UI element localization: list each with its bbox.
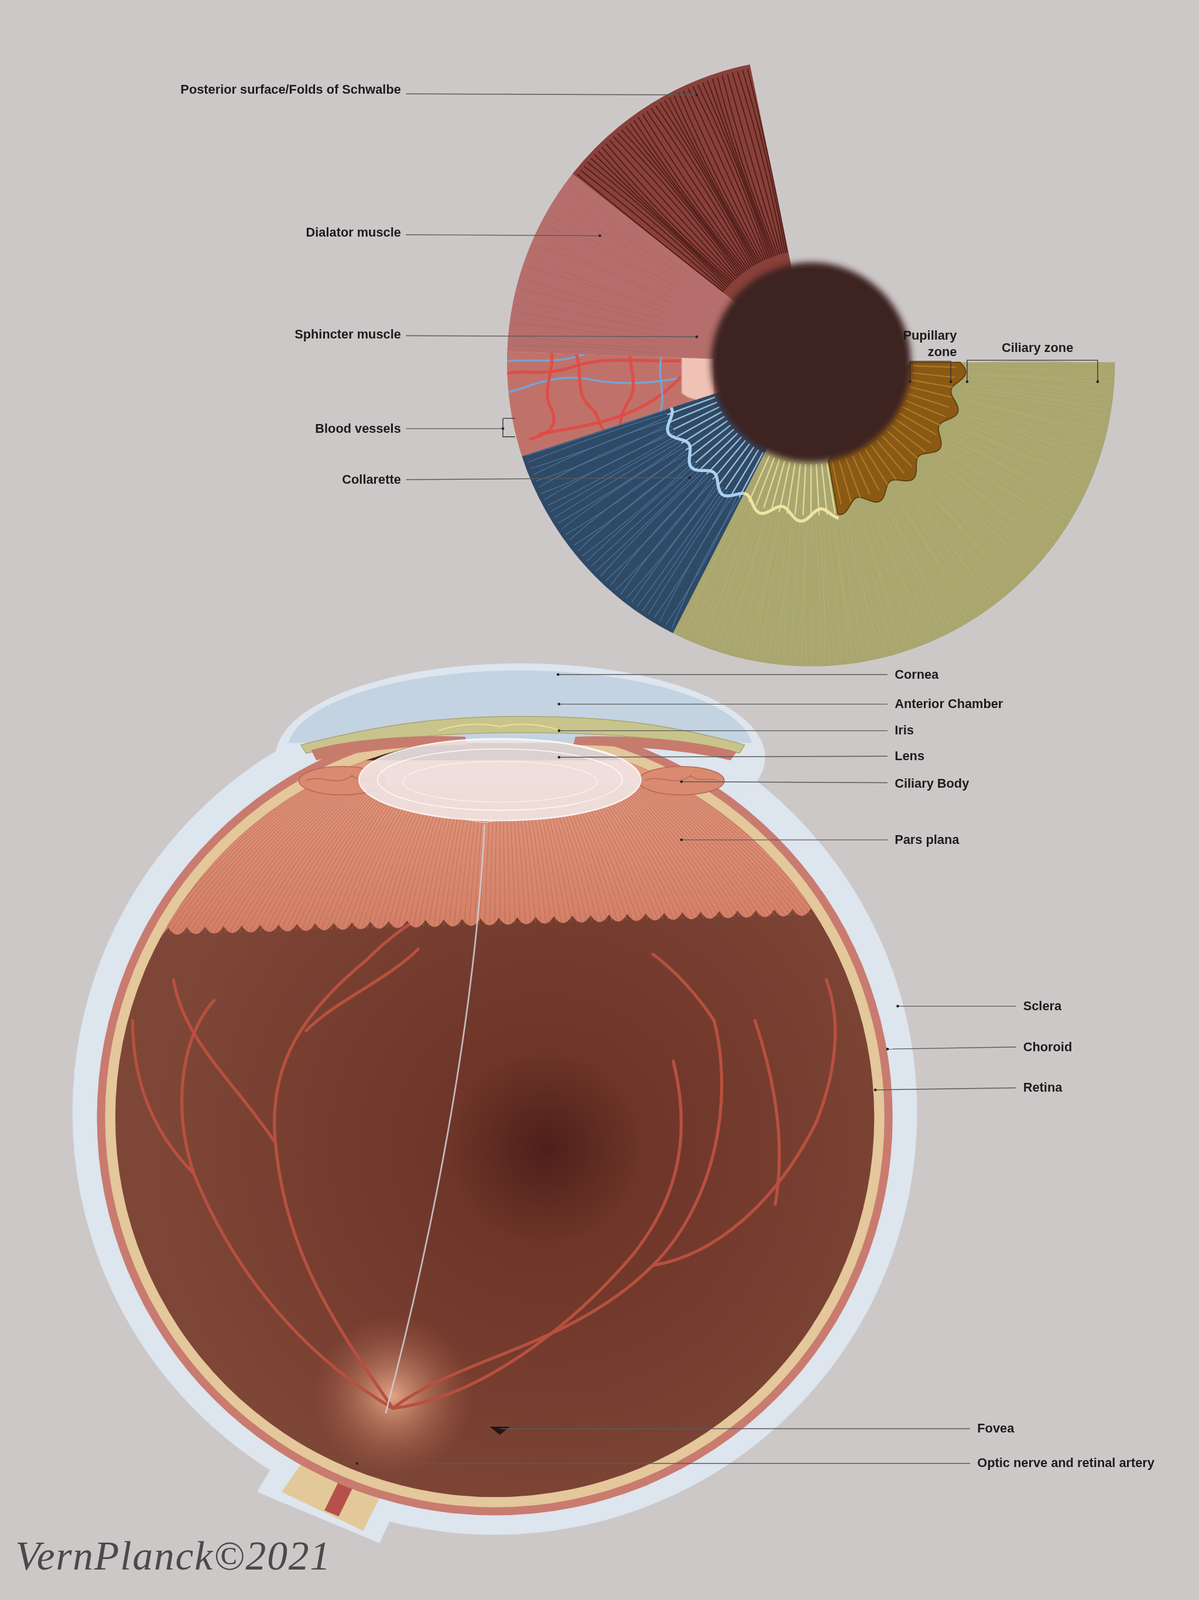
leader-line <box>559 730 888 731</box>
leader-line <box>406 335 698 337</box>
leader-line <box>406 477 690 479</box>
leader-line <box>887 1046 1017 1049</box>
leader-line <box>406 234 601 236</box>
leader-line <box>681 838 888 840</box>
part-label: Choroid <box>1023 1038 1073 1055</box>
part-label: Anterior Chamber <box>894 695 1003 712</box>
part-label: Dialator muscle <box>306 224 402 241</box>
part-label: Sphincter muscle <box>294 326 402 343</box>
leader-line <box>499 1427 971 1429</box>
part-label: Cornea <box>894 666 939 683</box>
part-label: Blood vessels <box>314 420 402 437</box>
leader-line <box>406 93 698 95</box>
part-label: Pars plana <box>894 831 959 848</box>
part-label: Lens <box>894 747 925 765</box>
leader-line <box>406 427 504 429</box>
leader-line <box>559 703 888 705</box>
part-label: Sclera <box>1023 997 1062 1014</box>
leader-line <box>557 673 888 675</box>
part-label: Fovea <box>977 1419 1014 1437</box>
part-label: Collarette <box>341 471 401 488</box>
part-label: Ciliary Body <box>894 775 969 792</box>
part-label: Posterior surface/Folds of Schwalbe <box>180 81 401 98</box>
part-label: Ciliary zone <box>1001 339 1074 356</box>
part-label: Optic nerve and retinal artery <box>977 1454 1155 1472</box>
leader-line <box>357 1462 971 1464</box>
leader-line <box>897 1005 1016 1006</box>
leader-line <box>875 1087 1016 1090</box>
signature-watermark: VernPlanck©2021 <box>15 1529 332 1583</box>
leader-line <box>681 781 888 783</box>
part-label: Retina <box>1023 1078 1063 1096</box>
leader-line <box>559 755 888 757</box>
part-label: Pupillary zone <box>902 327 957 361</box>
part-label: Iris <box>894 721 914 739</box>
